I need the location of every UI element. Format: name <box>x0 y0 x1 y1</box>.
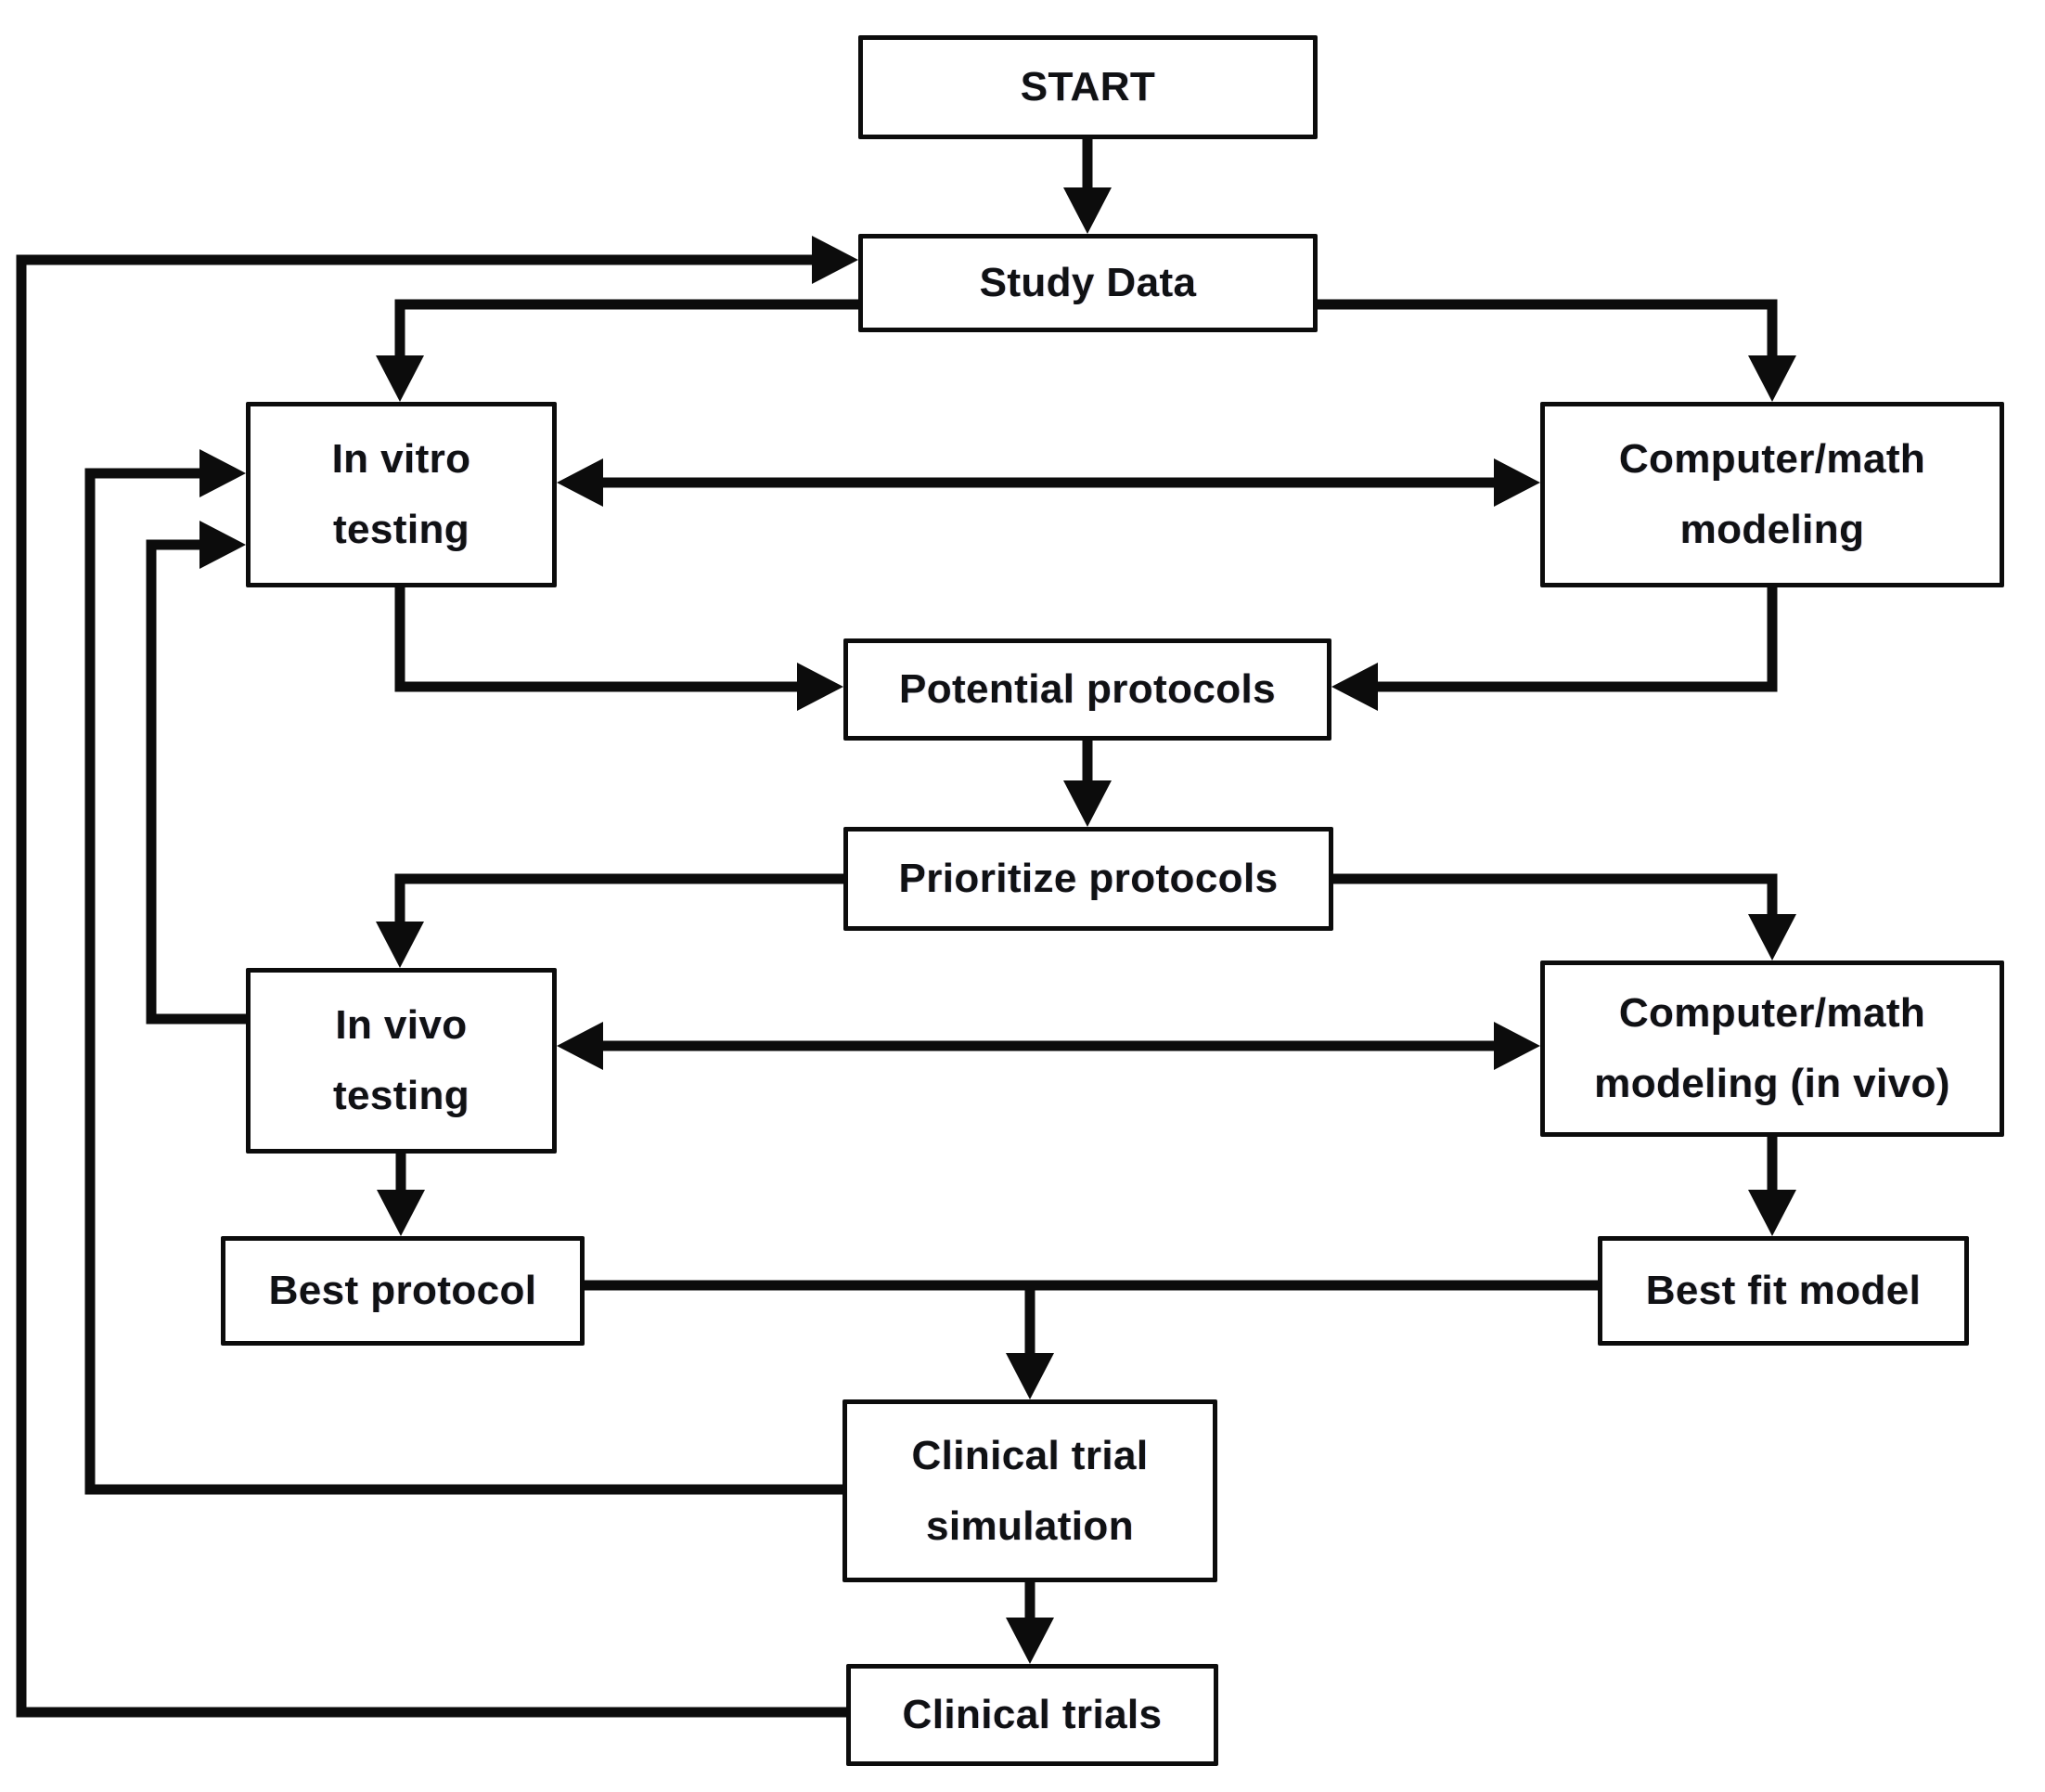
node-potential: Potential protocols <box>843 638 1331 741</box>
node-in-vitro: In vitro testing <box>246 402 557 587</box>
node-start: START <box>858 35 1318 139</box>
arrowhead <box>376 355 424 402</box>
arrowhead <box>376 922 424 968</box>
node-label-in-vitro: In vitro testing <box>331 436 471 552</box>
node-label-study-data: Study Data <box>979 260 1197 306</box>
arrowhead <box>1494 458 1540 507</box>
arrowhead <box>1331 663 1378 711</box>
node-label-ct: Clinical trials <box>902 1692 1163 1738</box>
arrowhead <box>557 458 603 507</box>
node-ct-sim: Clinical trial simulation <box>842 1399 1217 1582</box>
node-ct: Clinical trials <box>846 1664 1218 1766</box>
arrowhead <box>1748 355 1796 402</box>
node-best-fit: Best fit model <box>1598 1236 1969 1346</box>
node-label-start: START <box>1020 64 1156 110</box>
node-in-vivo: In vivo testing <box>246 968 557 1154</box>
node-label-prioritize: Prioritize protocols <box>898 856 1279 902</box>
node-label-in-vivo: In vivo testing <box>332 1002 470 1118</box>
node-best-protocol: Best protocol <box>221 1236 585 1346</box>
edge-in-vivo-to-in-vitro <box>146 539 246 1025</box>
edge-in-vitro-to-potential <box>394 587 799 692</box>
node-label-comp-math: Computer/math modeling <box>1618 436 1926 552</box>
arrowhead <box>1494 1022 1540 1070</box>
node-label-best-protocol: Best protocol <box>268 1268 537 1314</box>
edge-ct-sim-to-in-vitro <box>84 468 842 1495</box>
arrowhead <box>1748 1190 1796 1236</box>
arrowhead <box>1748 914 1796 960</box>
node-label-potential: Potential protocols <box>898 666 1277 713</box>
edge-comp-math-to-potential <box>1376 587 1778 692</box>
arrowhead <box>1006 1618 1054 1664</box>
edge-prioritize-to-comp-math-vivo <box>1333 873 1778 916</box>
arrowhead <box>812 236 858 284</box>
node-study-data: Study Data <box>858 234 1318 332</box>
arrowhead <box>377 1190 425 1236</box>
arrowhead <box>199 449 246 497</box>
arrowhead <box>1063 780 1112 827</box>
arrowhead <box>1063 187 1112 234</box>
node-prioritize: Prioritize protocols <box>843 827 1333 931</box>
arrowhead <box>1006 1353 1054 1399</box>
edge-ct-to-study-data <box>16 254 846 1718</box>
edge-prioritize-to-in-vivo <box>394 873 843 923</box>
edge-study-data-to-comp-math <box>1318 299 1778 357</box>
node-comp-math: Computer/math modeling <box>1540 402 2004 587</box>
edge-study-data-to-in-vitro <box>394 299 858 357</box>
node-label-best-fit: Best fit model <box>1645 1268 1922 1314</box>
node-label-ct-sim: Clinical trial simulation <box>911 1432 1149 1549</box>
arrowhead <box>797 663 843 711</box>
node-label-comp-math-vivo: Computer/math modeling (in vivo) <box>1594 990 1950 1106</box>
arrowhead <box>199 521 246 569</box>
node-comp-math-vivo: Computer/math modeling (in vivo) <box>1540 960 2004 1137</box>
arrowhead <box>557 1022 603 1070</box>
